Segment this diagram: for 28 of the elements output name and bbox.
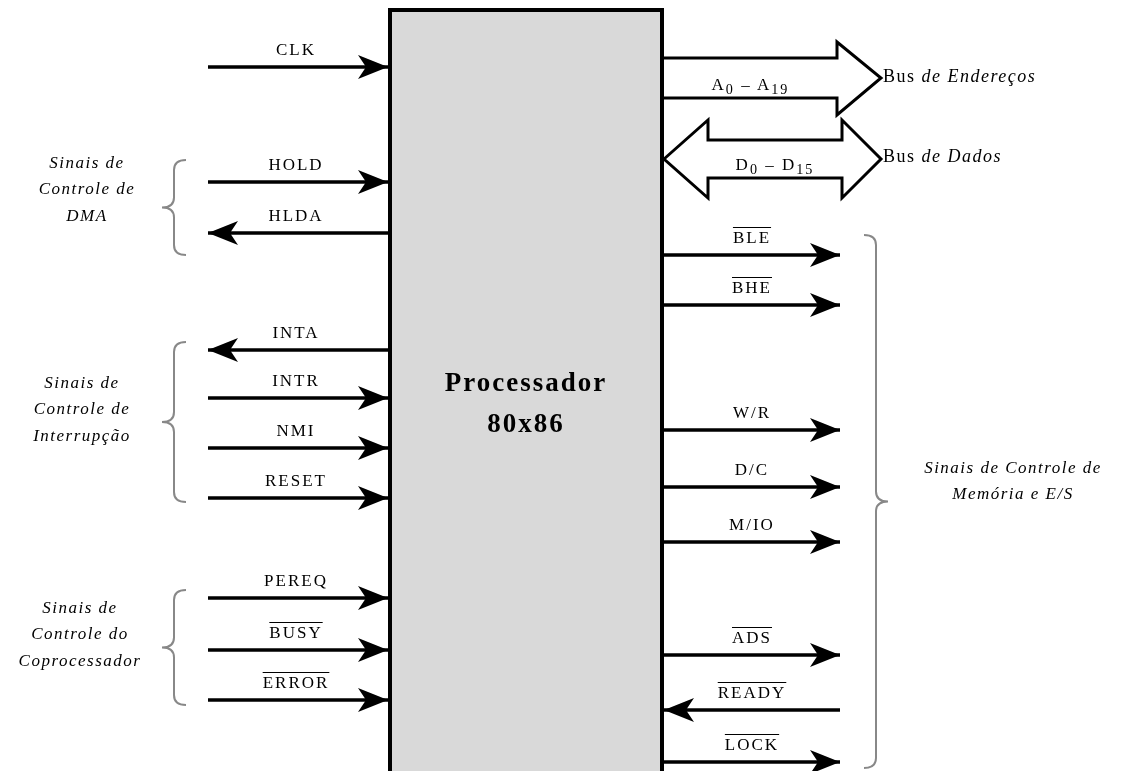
bus-label: Bus de Dados (883, 146, 1002, 166)
signal-label: INTA (272, 324, 320, 341)
signal-label: D/C (734, 461, 770, 478)
signal-label: NMI (276, 422, 316, 439)
group-label: Sinais de Controle de DMA (37, 152, 137, 227)
signal-label: HLDA (268, 207, 324, 224)
bus-signal-label: D$_{0}$ – D$_{15}$ (735, 156, 815, 177)
group-label: Sinais de Controle do Coprocessador (17, 597, 143, 672)
processor-label: Processador 80x86 (443, 366, 609, 440)
bus-signal-label: A$_{0}$ – A$_{19}$ (711, 76, 790, 97)
signal-label: LOCK (724, 736, 780, 753)
processor-block (388, 8, 664, 771)
group-label: Sinais de Controle de Interrupção (32, 372, 132, 447)
signal-label: W/R (732, 404, 772, 421)
signal-label: PEREQ (264, 572, 328, 589)
signal-label: HOLD (268, 156, 324, 173)
signal-label: BHE (732, 279, 772, 296)
signal-label: INTR (272, 372, 320, 389)
signal-label: RESET (265, 472, 327, 489)
signal-label: READY (717, 684, 787, 701)
signal-label: CLK (276, 41, 316, 58)
signal-label: BUSY (269, 624, 323, 641)
bus-label: Bus de Endereços (883, 66, 1037, 86)
signal-label: ERROR (262, 674, 330, 691)
group-label: Sinais de Controle de Memória e E/S (923, 457, 1103, 506)
signal-label: BLE (732, 229, 772, 246)
signal-label: M/IO (729, 516, 775, 533)
signal-label: ADS (732, 629, 772, 646)
